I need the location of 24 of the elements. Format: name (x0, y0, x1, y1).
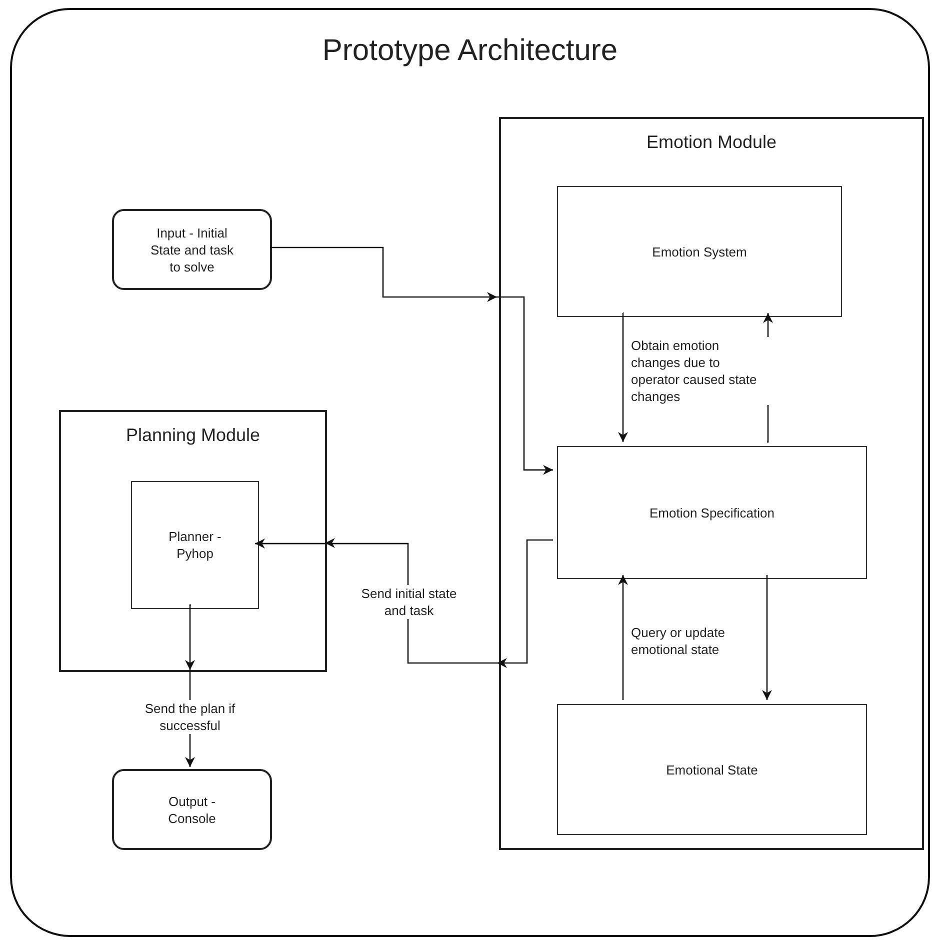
arrow (618, 575, 628, 700)
title: Prototype Architecture (322, 34, 618, 68)
node-label: Emotional State (665, 761, 759, 778)
node-label: Output - Console (167, 792, 217, 826)
arrow (255, 538, 553, 668)
title: Emotion Module (646, 131, 777, 153)
node-label: Emotion System (651, 243, 748, 260)
title: Planning Module (126, 424, 260, 446)
edge-label: Obtain emotion changes due to operator caused state changes (631, 337, 771, 405)
node-label: Planner - Pyhop (168, 528, 222, 562)
rounded-box (112, 209, 272, 290)
module-box (499, 117, 924, 850)
arrow (618, 312, 628, 442)
node-label: Emotion Specification (648, 504, 776, 521)
arrow (762, 575, 772, 700)
rounded-box (112, 769, 272, 850)
process-box (557, 186, 842, 317)
diagram-frame (10, 8, 930, 937)
module-box (59, 410, 327, 672)
process-box (131, 481, 259, 609)
arrow (270, 246, 553, 475)
process-box (557, 446, 867, 579)
process-box (557, 704, 867, 835)
node-label: Input - Initial State and task to solve (149, 224, 235, 275)
